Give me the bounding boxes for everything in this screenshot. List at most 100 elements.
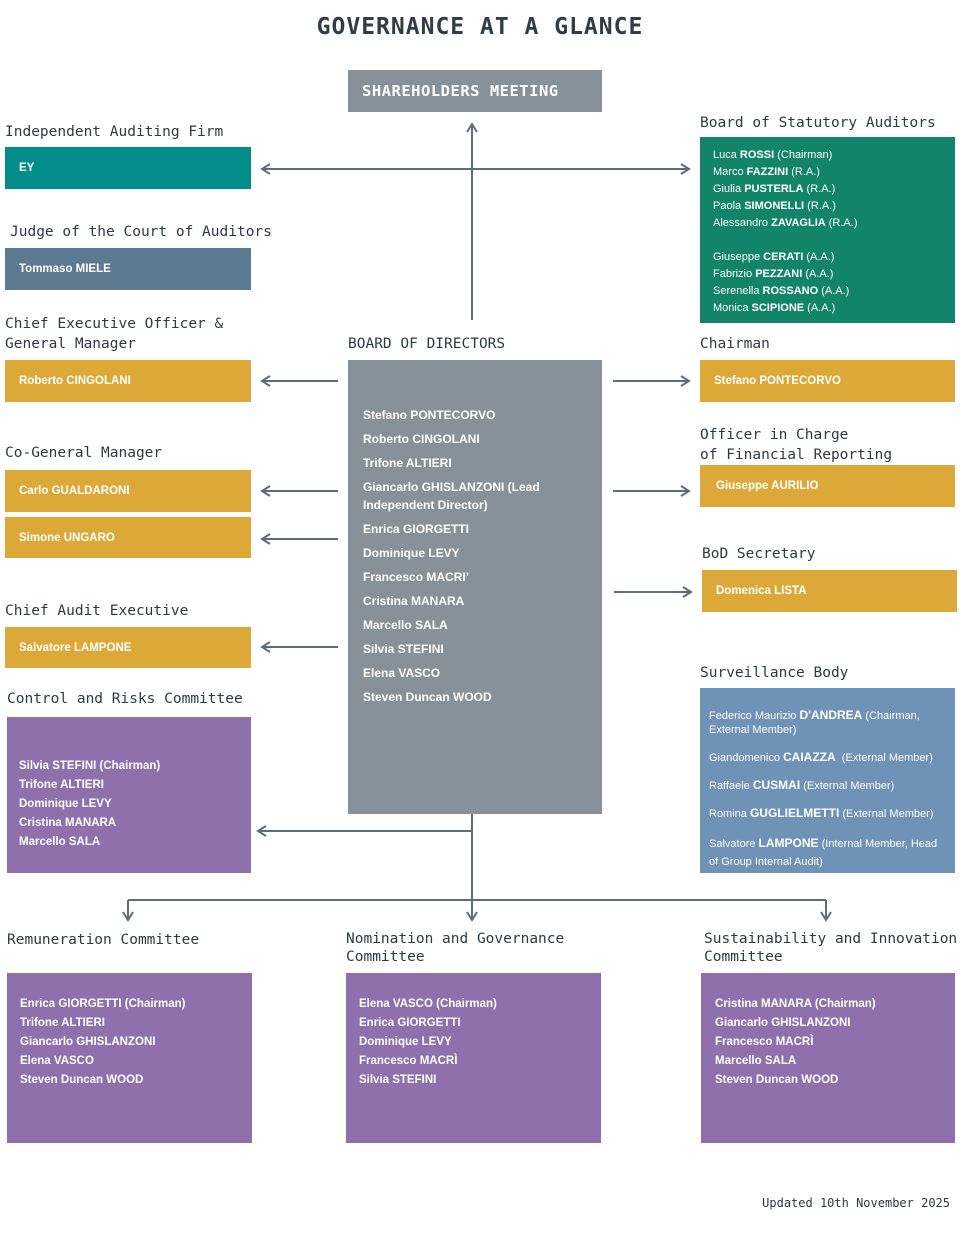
surveillance-member: Raffaele CUSMAI (External Member) — [709, 778, 949, 793]
alternate-auditor-member: Monica SCIPIONE (A.A.) — [713, 300, 955, 317]
surveillance-role: (External Member) — [835, 752, 933, 764]
alternate-auditor-member: Serenella ROSSANO (A.A.) — [713, 283, 955, 300]
remuneration-member: Enrica GIORGETTI (Chairman) — [20, 998, 186, 1010]
sustainability-heading-line2: Committee — [704, 949, 783, 965]
court-judge-box: Tommaso MIELE — [5, 248, 251, 290]
auditor-member: Alessandro ZAVAGLIA (R.A.) — [713, 215, 955, 232]
control-risks-member: Trifone ALTIERI — [19, 779, 104, 791]
board-box: Stefano PONTECORVO Roberto CINGOLANI Tri… — [348, 360, 602, 814]
auditor-first: Serenella — [713, 285, 760, 297]
statutory-auditors-heading: Board of Statutory Auditors — [700, 115, 936, 131]
financial-officer-heading: Officer in Charge of Financial Reporting — [700, 425, 892, 465]
board-member: Marcello SALA — [363, 618, 448, 632]
auditor-role: (A.A.) — [821, 285, 850, 297]
auditor-first: Fabrizio — [713, 268, 753, 280]
co-gm-name-2: Simone UNGARO — [19, 531, 115, 544]
secretary-heading: BoD Secretary — [702, 546, 816, 562]
auditor-first: Marco — [713, 166, 744, 178]
control-risks-member: Marcello SALA — [19, 836, 101, 848]
court-judge-heading: Judge of the Court of Auditors — [10, 224, 272, 240]
control-risks-member: Dominique LEVY — [19, 798, 112, 810]
auditor-role: (A.A.) — [805, 268, 834, 280]
nomination-heading: Nomination and Governance Committee — [346, 930, 564, 966]
surveillance-last: GUGLIELMETTI — [749, 806, 840, 820]
auditor-member: Paola SIMONELLI (R.A.) — [713, 198, 955, 215]
alternate-auditor-member: Fabrizio PEZZANI (A.A.) — [713, 266, 955, 283]
sustainability-heading: Sustainability and Innovation Committee — [704, 930, 957, 966]
auditor-first: Monica — [713, 302, 749, 314]
control-risks-member: Cristina MANARA — [19, 817, 117, 829]
nomination-member: Silvia STEFINI — [359, 1074, 437, 1086]
secretary-box: Domenica LISTA — [702, 570, 957, 612]
auditor-last: PEZZANI — [755, 268, 803, 280]
auditor-last: SIMONELLI — [744, 200, 805, 212]
board-member: Enrica GIORGETTI — [363, 522, 470, 536]
control-risks-box: Silvia STEFINI (Chairman) Trifone ALTIER… — [7, 717, 251, 873]
auditor-first: Luca — [713, 149, 737, 161]
auditor-last: PUSTERLA — [744, 183, 804, 195]
board-member: Dominique LEVY — [363, 546, 460, 560]
nomination-heading-line1: Nomination and Governance — [346, 931, 565, 947]
co-gm-box-1: Carlo GUALDARONI — [5, 470, 251, 512]
auditor-last: SCIPIONE — [751, 302, 805, 314]
alternate-auditor-member: Giuseppe CERATI (A.A.) — [713, 249, 955, 266]
chairman-box: Stefano PONTECORVO — [700, 360, 955, 402]
nomination-member: Elena VASCO (Chairman) — [359, 998, 497, 1010]
sustainability-member: Marcello SALA — [715, 1055, 797, 1067]
surveillance-role: (External Member) — [800, 780, 895, 792]
surveillance-last: CUSMAI — [752, 778, 801, 792]
sustainability-box: Cristina MANARA (Chairman) Giancarlo GHI… — [701, 973, 955, 1143]
board-heading: BOARD OF DIRECTORS — [348, 336, 506, 352]
statutory-auditors-box: Luca ROSSI (Chairman) Marco FAZZINI (R.A… — [700, 137, 955, 323]
nomination-member: Dominique LEVY — [359, 1036, 452, 1048]
remuneration-member: Steven Duncan WOOD — [20, 1074, 144, 1086]
remuneration-member: Giancarlo GHISLANZONI — [20, 1036, 156, 1048]
secretary-name: Domenica LISTA — [716, 585, 807, 597]
sustainability-member: Francesco MACRÌ — [715, 1036, 814, 1048]
surveillance-first: Romina — [709, 808, 747, 820]
financial-officer-box: Giuseppe AURILIO — [700, 465, 955, 507]
chairman-heading: Chairman — [700, 336, 770, 352]
board-member: Elena VASCO — [363, 666, 441, 680]
surveillance-heading: Surveillance Body — [700, 665, 849, 681]
surveillance-member: Giandomenico CAIAZZA (External Member) — [709, 750, 949, 765]
board-member: Steven Duncan WOOD — [363, 690, 492, 704]
nomination-member: Francesco MACRÌ — [359, 1055, 458, 1067]
auditor-member: Giulia PUSTERLA (R.A.) — [713, 181, 955, 198]
surveillance-member: Salvatore LAMPONE (Internal Member, Head… — [709, 834, 949, 871]
co-gm-name-1: Carlo GUALDARONI — [19, 485, 130, 497]
remuneration-box: Enrica GIORGETTI (Chairman) Trifone ALTI… — [7, 973, 252, 1143]
updated-footer: Updated 10th November 2025 — [762, 1196, 950, 1210]
cae-name: Salvatore LAMPONE — [19, 641, 132, 654]
ceo-heading: Chief Executive Officer & General Manage… — [5, 314, 223, 354]
auditor-last: ROSSANO — [762, 285, 819, 297]
nomination-heading-line2: Committee — [346, 949, 425, 965]
page-title: GOVERNANCE AT A GLANCE — [316, 14, 644, 40]
remuneration-member: Elena VASCO — [20, 1055, 94, 1067]
surveillance-role: (Chairman, External Member) — [709, 710, 920, 736]
chairman-name: Stefano PONTECORVO — [714, 375, 841, 387]
cae-heading: Chief Audit Executive — [5, 603, 189, 619]
auditor-first: Giuseppe — [713, 251, 761, 263]
auditor-first: Paola — [713, 200, 742, 212]
surveillance-role: (Internal Member, Head of Group Internal… — [709, 838, 938, 868]
surveillance-first: Federico Maurizio — [709, 710, 797, 722]
co-gm-heading: Co-General Manager — [5, 445, 163, 461]
surveillance-first: Salvatore — [709, 838, 756, 850]
auditor-last: ZAVAGLIA — [771, 217, 826, 229]
control-risks-heading: Control and Risks Committee — [7, 691, 243, 707]
sustainability-member: Giancarlo GHISLANZONI — [715, 1017, 851, 1029]
auditor-first: Giulia — [713, 183, 742, 195]
auditing-firm-heading: Independent Auditing Firm — [5, 124, 224, 140]
ceo-box: Roberto CINGOLANI — [5, 360, 251, 402]
surveillance-first: Raffaele — [709, 780, 750, 792]
board-member: Silvia STEFINI — [363, 642, 444, 656]
ceo-name: Roberto CINGOLANI — [19, 375, 131, 387]
auditor-role: (R.A.) — [807, 200, 836, 212]
sustainability-member: Steven Duncan WOOD — [715, 1074, 839, 1086]
surveillance-role: (External Member) — [839, 808, 934, 820]
surveillance-member: Federico Maurizio D'ANDREA (Chairman, Ex… — [709, 708, 949, 737]
shareholders-meeting-box: SHAREHOLDERS MEETING — [348, 70, 602, 112]
sustainability-heading-line1: Sustainability and Innovation — [704, 931, 958, 947]
court-judge-name: Tommaso MIELE — [19, 263, 111, 275]
